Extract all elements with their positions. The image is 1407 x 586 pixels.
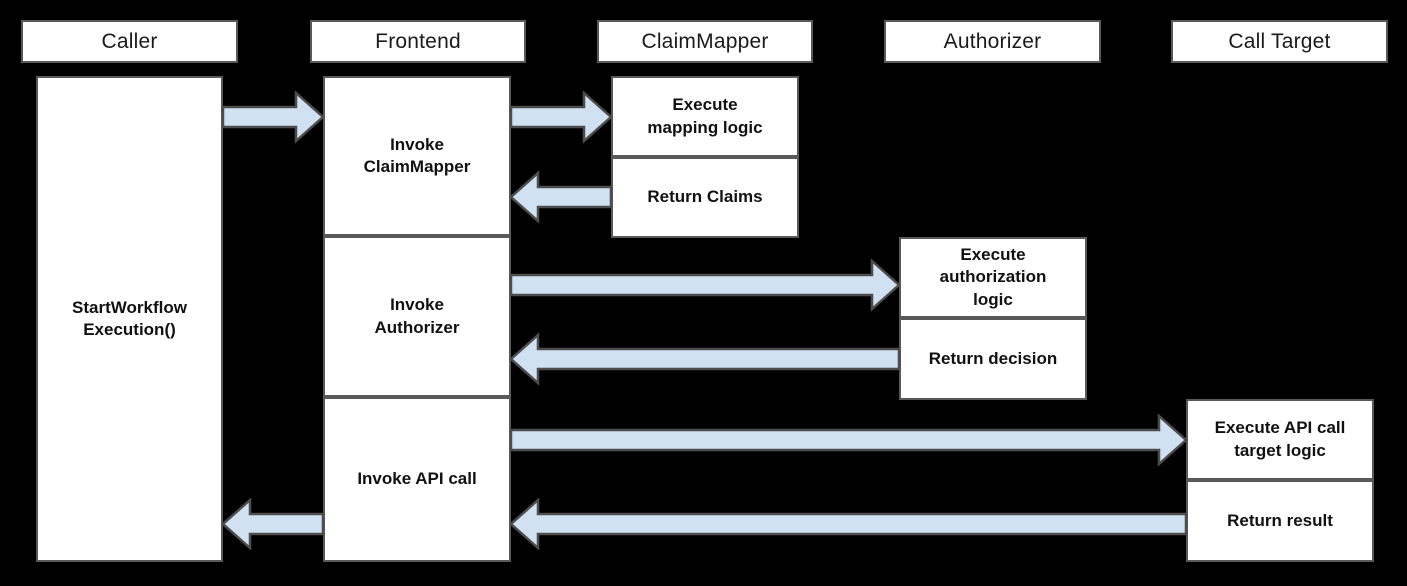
message-arrow-caller-to-frontend[interactable] — [221, 90, 325, 144]
participant-header-label: ClaimMapper — [641, 29, 769, 53]
participant-header-label: Caller — [101, 29, 158, 53]
participant-header-label: Call Target — [1228, 29, 1331, 53]
participant-header-authorizer[interactable]: Authorizer — [884, 20, 1101, 63]
participant-header-frontend[interactable]: Frontend — [310, 20, 526, 63]
message-arrow-call-target-to-frontend[interactable] — [509, 497, 1188, 551]
activation-label: Return Claims — [647, 187, 763, 207]
participant-header-label: Authorizer — [943, 29, 1042, 53]
message-arrow-frontend-to-claimmapper[interactable] — [509, 90, 613, 144]
activation-call-target-return-result[interactable]: Return result — [1186, 480, 1374, 562]
message-arrow-claimmapper-to-frontend[interactable] — [509, 170, 613, 224]
participant-header-label: Frontend — [375, 29, 461, 53]
activation-label: Return decision — [928, 348, 1058, 368]
message-arrow-frontend-to-authorizer[interactable] — [509, 258, 901, 312]
participant-header-caller[interactable]: Caller — [21, 20, 238, 63]
participant-header-claimmapper[interactable]: ClaimMapper — [597, 20, 813, 63]
activation-claimmapper-return-claims[interactable]: Return Claims — [611, 157, 799, 238]
activation-frontend-invoke-api-call[interactable]: Invoke API call — [323, 397, 511, 562]
activation-authorizer-return-decision[interactable]: Return decision — [899, 318, 1087, 400]
message-arrow-frontend-to-call-target[interactable] — [509, 413, 1188, 467]
message-arrow-frontend-to-caller[interactable] — [221, 497, 325, 551]
activation-label: Invoke API call — [357, 469, 477, 489]
participant-header-call-target[interactable]: Call Target — [1171, 20, 1388, 63]
activation-label: Return result — [1227, 510, 1333, 530]
message-arrow-authorizer-to-frontend[interactable] — [509, 332, 901, 386]
